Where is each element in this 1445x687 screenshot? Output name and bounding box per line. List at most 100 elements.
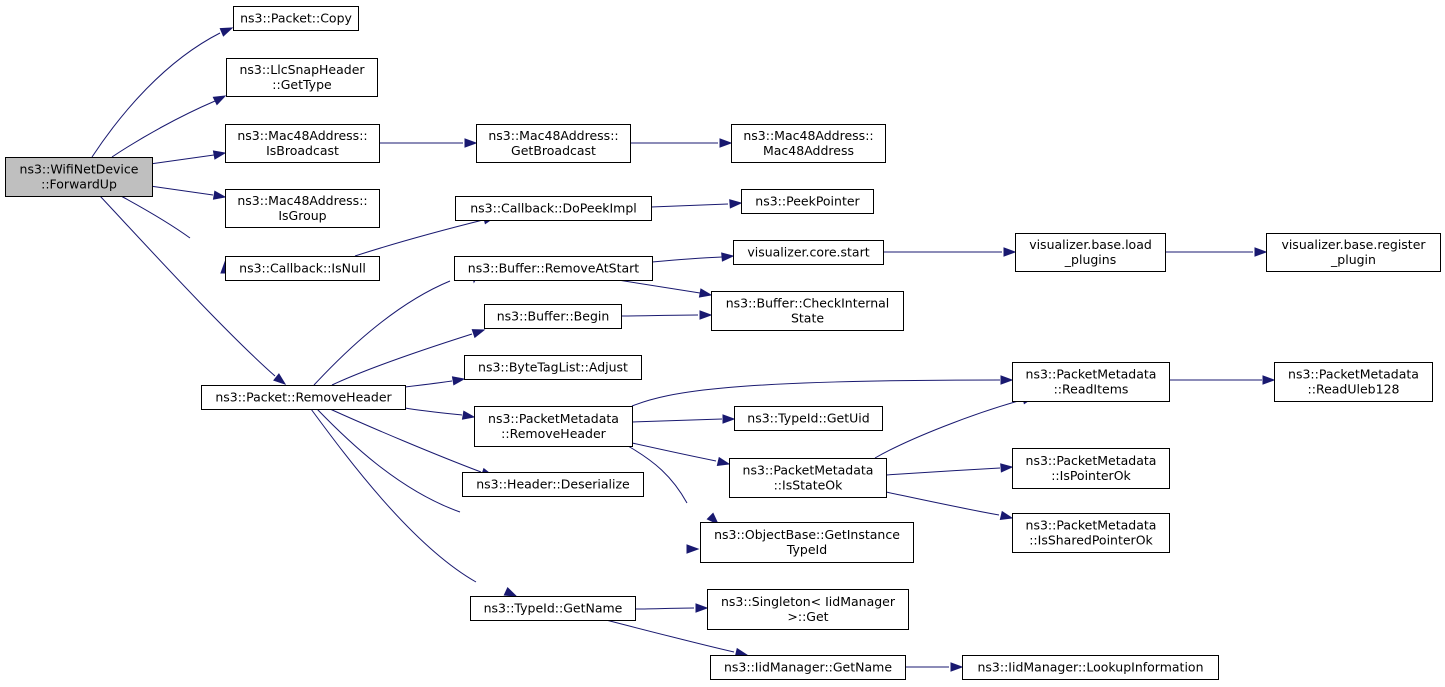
node-pkt-copy[interactable]: ns3::Packet::Copy	[233, 6, 359, 31]
node-typeid-getname[interactable]: ns3::TypeId::GetName	[470, 596, 636, 621]
node-box	[734, 406, 883, 431]
arrowhead-icon	[729, 199, 743, 209]
node-box	[1274, 362, 1433, 402]
node-box	[707, 589, 909, 630]
node-pm-isstateok[interactable]: ns3::PacketMetadata::IsStateOk	[729, 458, 887, 498]
node-vis-register-plugin[interactable]: visualizer.base.register_plugin	[1266, 233, 1441, 272]
edge-line	[631, 442, 717, 462]
node-box	[1012, 362, 1170, 402]
arrowhead-icon	[212, 150, 227, 160]
node-label-line: Mac48Address	[763, 143, 854, 158]
node-label-line: IsGroup	[278, 208, 326, 223]
node-pm-issharedptrok[interactable]: ns3::PacketMetadata::IsSharedPointerOk	[1012, 513, 1170, 553]
call-edge-buf_removeatstart-to-buf_checkinternal	[617, 279, 713, 298]
node-mac-getbroadcast[interactable]: ns3::Mac48Address::GetBroadcast	[476, 124, 631, 163]
node-peekpointer[interactable]: ns3::PeekPointer	[741, 189, 874, 214]
node-label-line: >::Get	[787, 609, 828, 624]
arrowhead-icon	[212, 95, 227, 106]
arrowhead-icon	[1254, 247, 1268, 257]
edge-line	[605, 619, 735, 653]
node-box	[1015, 233, 1166, 272]
node-mac-isgroup[interactable]: ns3::Mac48Address::IsGroup	[225, 189, 380, 228]
node-box	[711, 291, 904, 331]
node-label-line: ns3::Mac48Address::	[743, 128, 873, 143]
edge-line	[316, 408, 461, 513]
call-edge-forwardup-to-pkt_copy	[91, 27, 234, 158]
node-label-line: ns3::IidManager::GetName	[724, 660, 892, 675]
arrowhead-icon	[503, 586, 518, 597]
call-edge-mac_getbroadcast-to-mac_ctor	[629, 138, 733, 148]
edge-line	[120, 195, 191, 239]
node-box	[1012, 448, 1170, 489]
node-box	[729, 458, 887, 498]
node-hdr-deserialize[interactable]: ns3::Header::Deserialize	[462, 472, 644, 497]
arrowhead-icon	[698, 288, 713, 298]
node-llc-gettype[interactable]: ns3::LlcSnapHeader::GetType	[226, 58, 378, 97]
node-pm-removeheader[interactable]: ns3::PacketMetadata::RemoveHeader	[474, 406, 633, 447]
arrowhead-icon	[219, 27, 234, 37]
edge-line	[874, 399, 1023, 459]
node-label-line: ns3::Singleton< IidManager	[721, 594, 896, 609]
call-edges	[91, 27, 1276, 672]
node-label-line: GetBroadcast	[511, 143, 596, 158]
node-iid-getname[interactable]: ns3::IidManager::GetName	[710, 655, 906, 680]
arrowhead-icon	[471, 329, 486, 339]
edge-line	[329, 408, 482, 473]
node-label-line: ::ReadUleb128	[1308, 382, 1400, 397]
node-buf-removeatstart[interactable]: ns3::Buffer::RemoveAtStart	[454, 256, 653, 281]
node-pkt-removeheader[interactable]: ns3::Packet::RemoveHeader	[201, 385, 406, 410]
node-mac-isbroadcast[interactable]: ns3::Mac48Address::IsBroadcast	[225, 124, 380, 163]
node-vis-core-start[interactable]: visualizer.core.start	[733, 240, 884, 265]
node-cb-isnull[interactable]: ns3::Callback::IsNull	[225, 256, 380, 281]
node-box	[741, 189, 874, 214]
node-label-line: _plugin	[1330, 252, 1376, 267]
node-box	[476, 124, 631, 163]
edge-line	[627, 445, 688, 504]
node-mac-ctor[interactable]: ns3::Mac48Address::Mac48Address	[731, 124, 886, 163]
node-label-line: ns3::Header::Deserialize	[476, 477, 630, 492]
node-pm-readitems[interactable]: ns3::PacketMetadata::ReadItems	[1012, 362, 1170, 402]
node-iid-lookup[interactable]: ns3::IidManager::LookupInformation	[962, 655, 1219, 680]
edge-line	[310, 408, 477, 583]
node-pm-readuleb[interactable]: ns3::PacketMetadata::ReadUleb128	[1274, 362, 1433, 402]
node-box	[5, 157, 153, 197]
node-typeid-getuid[interactable]: ns3::TypeId::GetUid	[734, 406, 883, 431]
arrowhead-icon	[716, 456, 731, 467]
node-label-line: ::IsSharedPointerOk	[1029, 533, 1153, 548]
node-box	[484, 304, 622, 329]
edge-line	[313, 280, 451, 386]
call-edge-pm_removeheader-to-objbase_getinstancetypeid	[627, 445, 720, 526]
node-label-line: visualizer.core.start	[747, 245, 869, 260]
node-singleton-get[interactable]: ns3::Singleton< IidManager>::Get	[707, 589, 909, 630]
arrowhead-icon	[461, 410, 476, 420]
node-box	[226, 58, 378, 97]
edge-line	[620, 314, 699, 317]
node-label-line: ns3::Mac48Address::	[488, 128, 618, 143]
node-bytetag-adjust[interactable]: ns3::ByteTagList::Adjust	[464, 355, 642, 380]
node-box	[455, 196, 652, 221]
arrowhead-icon	[1000, 463, 1014, 473]
node-label-line: visualizer.base.register	[1281, 237, 1426, 252]
call-edge-vis_core_start-to-vis_load_plugins	[883, 247, 1017, 257]
call-edge-pm_isstateok-to-pm_issharedptrok	[885, 491, 1014, 521]
call-edge-pkt_removeheader-to-typeid_getname	[310, 408, 518, 597]
node-box	[710, 655, 906, 680]
node-label-line: ns3::ObjectBase::GetInstance	[714, 527, 900, 542]
node-label-line: ns3::ByteTagList::Adjust	[478, 360, 628, 375]
node-label-line: ns3::PacketMetadata	[743, 463, 874, 478]
node-label-line: ns3::PacketMetadata	[1288, 367, 1419, 382]
node-label-line: ns3::Mac48Address::	[237, 128, 367, 143]
call-edge-pkt_removeheader-to-buf_begin	[331, 329, 486, 386]
node-buf-begin[interactable]: ns3::Buffer::Begin	[484, 304, 622, 329]
node-cb-dopeek[interactable]: ns3::Callback::DoPeekImpl	[455, 196, 652, 221]
call-edge-buf_begin-to-buf_checkinternal	[620, 310, 713, 320]
function-nodes: ns3::WifiNetDevice::ForwardUpns3::Packet…	[5, 6, 1441, 680]
node-box	[1266, 233, 1441, 272]
arrowhead-icon	[719, 138, 733, 148]
call-edge-mac_isbroadcast-to-mac_getbroadcast	[378, 138, 478, 148]
call-edge-buf_removeatstart-to-vis_core_start	[651, 252, 735, 263]
node-pm-ispointerok[interactable]: ns3::PacketMetadata::IsPointerOk	[1012, 448, 1170, 489]
node-vis-load-plugins[interactable]: visualizer.base.load_plugins	[1015, 233, 1166, 272]
